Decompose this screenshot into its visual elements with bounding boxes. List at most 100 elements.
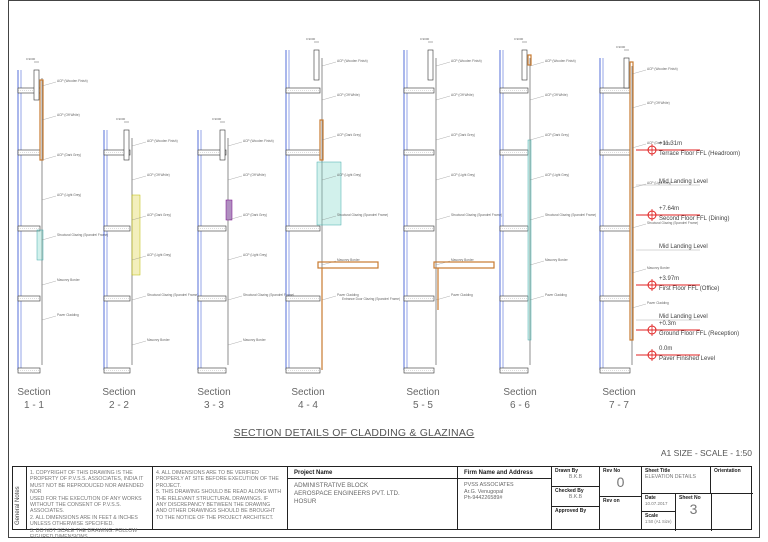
sheet-cell: Sheet Title ELEVATION DETAILS Orientatio…: [642, 467, 753, 531]
sec1-annotation: ACP (Light Grey): [57, 193, 81, 197]
firm-cell: Firm Name and Address PVSS ASSOCIATES Ar…: [458, 467, 552, 529]
sec4-canopy-beam: [317, 261, 379, 269]
sec4-annotation: ACP (Wooden Finish): [337, 59, 368, 63]
sec3-parapet: [219, 129, 226, 161]
sec1-leader: [41, 155, 57, 161]
note-line: TO THE NOTICE OF THE PROJECT ARCHITECT.: [156, 514, 274, 521]
sec6-annotation: ACP (Light Grey): [545, 173, 569, 177]
sec6-dim-text: 0.9000: [514, 37, 524, 41]
sec2-annotation: Masonry Border: [147, 338, 171, 342]
level-name: Mid Landing Level: [659, 314, 708, 320]
sec3-leader: [227, 175, 243, 181]
title-block: General Notes 1. COPYRIGHT OF THIS DRAWI…: [12, 466, 753, 540]
sec7-annotation: Structural Glazing (Spandrel Frame): [647, 221, 698, 225]
level-value: +11.31m: [659, 141, 682, 147]
sec7-annotation: Masonry Border: [647, 266, 671, 270]
sec3-annotation: ACP (Off White): [243, 173, 266, 177]
sec2-yellow-glazing: [131, 194, 141, 276]
sec4-leader: [321, 215, 337, 221]
rev-on-label: Rev on: [603, 498, 620, 504]
sec6-annotation: Masonry Border: [545, 258, 569, 262]
sec6-wooden-cladding: [527, 54, 532, 66]
sec3-leader: [227, 215, 243, 221]
sec3-annotation: Structural Glazing (Spandrel Frame): [243, 293, 294, 297]
sec6-leader: [529, 61, 545, 67]
checked-by-value: B.K.B: [568, 494, 583, 500]
sec6-glazing: [527, 139, 532, 341]
sec4-leader: [321, 175, 337, 181]
date-value: 10.07.2017: [645, 501, 668, 506]
sec2-parapet: [123, 129, 130, 161]
sec6-leader: [529, 135, 545, 141]
sec5-dim-text: 0.9000: [420, 37, 430, 41]
orientation-label: Orientation: [714, 468, 741, 474]
sec1-annotation: ACP (Wooden Finish): [57, 79, 88, 83]
sec3-leader: [227, 340, 243, 346]
sec3-annotation: ACP (Dark Grey): [243, 213, 267, 217]
sec2-leader: [131, 255, 147, 261]
sec4-annotation: ACP (Light Grey): [337, 173, 361, 177]
sec2-annotation: ACP (Light Grey): [147, 253, 171, 257]
firm-line-2: Ar.G. Venugopal: [464, 488, 504, 495]
sec4-glazing: [316, 161, 342, 226]
sec6-leader: [529, 175, 545, 181]
scale-note: A1 SIZE - SCALE - 1:50: [660, 448, 752, 458]
drawn-by-value: B.K.B: [568, 474, 583, 480]
level-name: Terrace Floor FFL (Headroom): [659, 151, 740, 157]
sec5-parapet: [427, 49, 434, 81]
sec2-leader: [131, 340, 147, 346]
sec4-leader: [321, 295, 337, 301]
project-line-1: ADMINISTRATIVE BLOCK: [294, 482, 369, 489]
sec5-annotation: ACP (Dark Grey): [451, 133, 475, 137]
level-name: Mid Landing Level: [659, 179, 708, 185]
sec6-leader: [529, 95, 545, 101]
signoff-cell: Drawn By B.K.B Checked By B.K.B Approved…: [552, 467, 600, 529]
sec6-annotation: ACP (Off White): [545, 93, 568, 97]
sec1-leader: [41, 280, 57, 286]
rev-no-label: Rev No: [603, 468, 621, 474]
sec6-annotation: ACP (Dark Grey): [545, 133, 569, 137]
sec7-annotation: ACP (Light Grey): [647, 181, 671, 185]
level-name: Second Floor FFL (Dining): [659, 216, 729, 222]
sec7-parapet: [623, 57, 630, 89]
sheet-no-value: 3: [689, 501, 698, 517]
approved-by-label: Approved By: [555, 508, 587, 514]
sec7-annotation: ACP (Dark Grey): [647, 141, 671, 145]
sec7-dim-text: 0.9000: [616, 45, 626, 49]
project-cell: Project Name ADMINISTRATIVE BLOCK AEROSP…: [288, 467, 458, 529]
sec4-wooden-cladding: [319, 119, 324, 161]
sec2-leader: [131, 295, 147, 301]
note-line: THE RELEVANT STRUCTURAL DRAWINGS. IF: [156, 495, 269, 502]
sec7-leader: [631, 268, 647, 274]
general-notes-tab: General Notes: [13, 467, 27, 529]
sec1-glazing: [36, 229, 44, 261]
sec1-parapet: [33, 69, 40, 101]
rev-no-value: 0: [616, 474, 625, 490]
sec1-leader: [41, 81, 57, 87]
note-line: MUST NOT BE REPRODUCED NOR AMENDED NOR: [30, 482, 144, 496]
sec7-leader: [631, 103, 647, 109]
sec4-parapet: [313, 49, 320, 81]
sec2-annotation: ACP (Wooden Finish): [147, 139, 178, 143]
note-line: 2. ALL DIMENSIONS ARE IN FEET & INCHES: [30, 514, 138, 521]
drawn-by-label: Drawn By: [555, 468, 579, 474]
level-name: Ground Floor FFL (Reception): [659, 331, 739, 337]
sec1-annotation: Masonry Border: [57, 278, 81, 282]
sec1-annotation: ACP (Off White): [57, 113, 80, 117]
sec7-annotation: ACP (Off White): [647, 101, 670, 105]
drawing-title: SECTION DETAILS OF CLADDING & GLAZINAG: [233, 427, 475, 439]
sec3-annotation: ACP (Wooden Finish): [243, 139, 274, 143]
drawing-frame: [8, 0, 760, 538]
sec3-annotation: Masonry Border: [243, 338, 267, 342]
level-value: +3.97m: [659, 276, 679, 282]
sec5-leader: [435, 61, 451, 67]
level-value: +0.3m: [659, 321, 676, 327]
sec3-leader: [227, 141, 243, 147]
sec7-leader: [631, 183, 647, 189]
